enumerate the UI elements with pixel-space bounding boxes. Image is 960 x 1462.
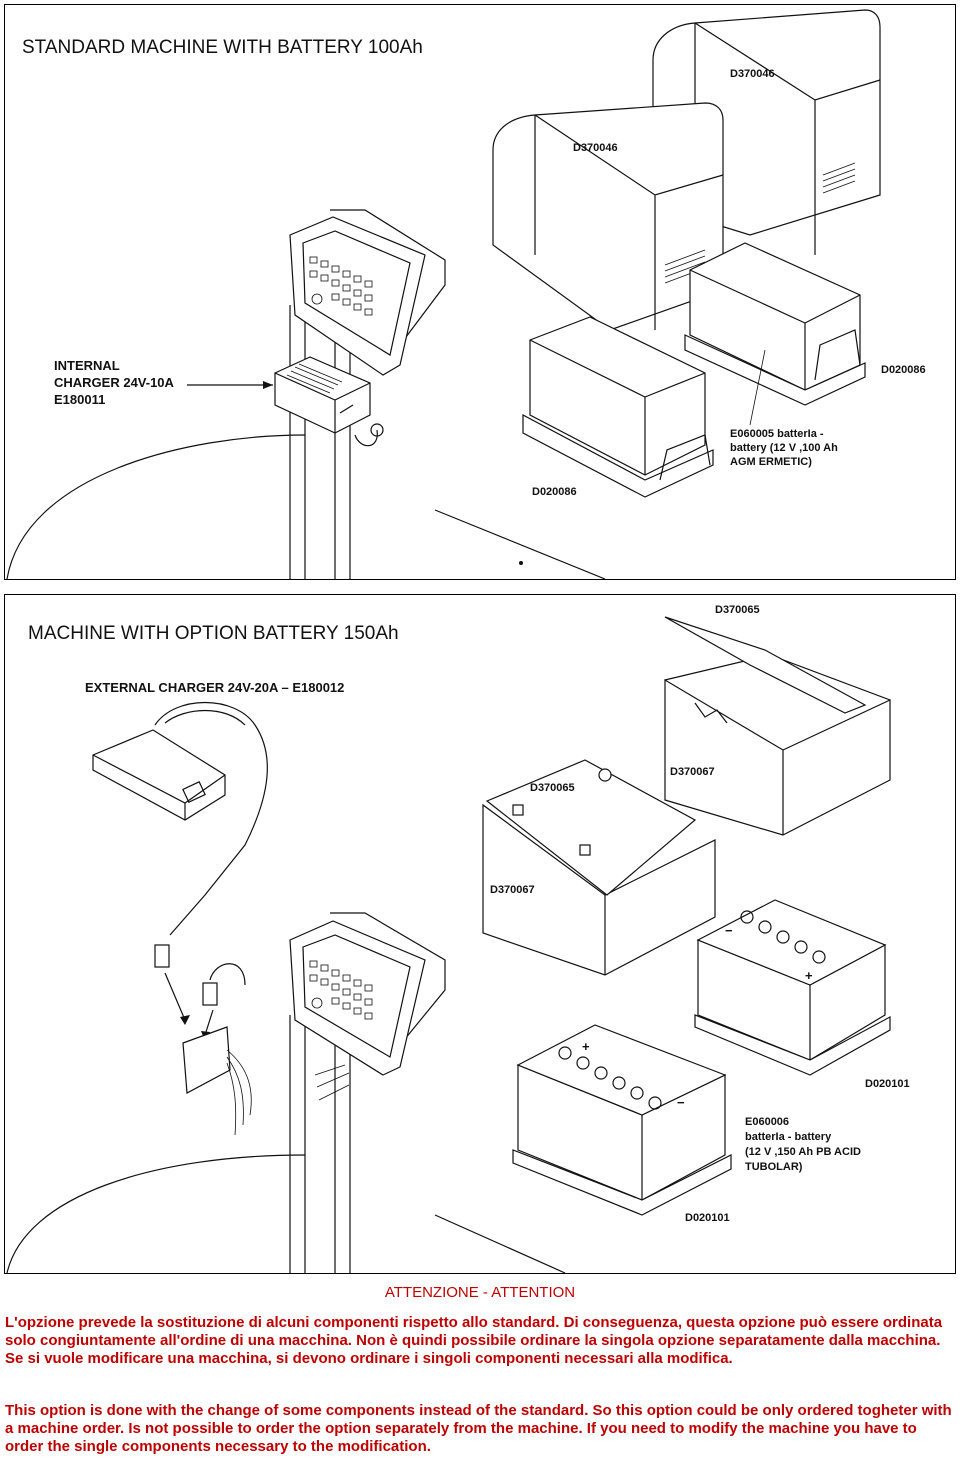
battery-box-front — [482, 759, 716, 976]
charger-label-line3: E180011 — [54, 392, 105, 407]
turntable-edge — [6, 1154, 306, 1273]
control-panel — [289, 920, 426, 1076]
turntable-base-edge — [434, 1214, 566, 1273]
battery-label-line3: AGM ERMETIC) — [730, 456, 812, 468]
battery-box-rear — [664, 616, 891, 836]
external-charger-label: EXTERNAL CHARGER 24V-20A – E180012 — [85, 680, 344, 695]
battery-left — [522, 316, 714, 498]
tray-left-code: D020086 — [532, 486, 577, 498]
plus-terminal-sign: + — [582, 1039, 590, 1054]
option-machine-drawing: EXTERNAL CHARGER 24V-20A – E180012 — [6, 604, 910, 1273]
battery-label-line2: battery (12 V ,100 Ah — [730, 442, 838, 454]
screw-dot — [519, 561, 523, 565]
leader-line — [749, 349, 766, 426]
box-rear-code: D370067 — [670, 766, 715, 778]
lid-rear-code: D370065 — [715, 604, 760, 616]
tray-left-code: D020101 — [685, 1212, 730, 1224]
external-charger — [92, 701, 268, 936]
standard-machine-panel: STANDARD MACHINE WITH BATTERY 100Ah — [4, 4, 956, 580]
battery-label-line2: batterIa - battery — [745, 1131, 832, 1143]
tray-right-code: D020086 — [881, 364, 926, 376]
arrow-head — [263, 381, 273, 389]
battery-left-150ah: + − — [512, 1024, 732, 1216]
tray-right-code: D020101 — [865, 1078, 910, 1090]
cover-rear-code: D370046 — [730, 68, 775, 80]
battery-label-line1: E060006 — [745, 1116, 789, 1128]
battery-label-line4: TUBOLAR) — [745, 1161, 803, 1173]
panel-title: MACHINE WITH OPTION BATTERY 150Ah — [28, 623, 399, 644]
connector-board — [182, 1026, 252, 1136]
internal-charger — [274, 356, 384, 447]
box-front-code: D370067 — [490, 884, 535, 896]
battery-right-150ah: − + — [694, 899, 891, 1076]
panel-title: STANDARD MACHINE WITH BATTERY 100Ah — [22, 37, 423, 58]
plus-terminal-sign: + — [805, 968, 813, 983]
lid-front-code: D370065 — [530, 782, 575, 794]
option-machine-panel: MACHINE WITH OPTION BATTERY 150Ah EXTERN… — [4, 594, 956, 1274]
minus-terminal-sign: − — [677, 1095, 685, 1110]
cable-connectors — [154, 944, 246, 1041]
charger-label-line2: CHARGER 24V-10A — [54, 375, 175, 390]
battery-right — [684, 242, 866, 406]
turntable-edge — [6, 434, 306, 579]
standard-machine-drawing: INTERNAL CHARGER 24V-10A E180011 D370046… — [6, 9, 926, 579]
battery-label-line3: (12 V ,150 Ah PB ACID — [745, 1146, 861, 1158]
turntable-base-edge — [434, 509, 606, 579]
minus-terminal-sign: − — [725, 923, 733, 938]
attention-note-italian: L'opzione prevede la sostituzione di alc… — [5, 1314, 943, 1367]
attention-note-english: This option is done with the change of s… — [5, 1402, 952, 1455]
charger-label-line1: INTERNAL — [54, 358, 120, 373]
attention-title: ATTENZIONE - ATTENTION — [384, 1284, 576, 1301]
battery-label-line1: E060005 batterIa - — [730, 428, 824, 440]
cover-front-code: D370046 — [573, 142, 618, 154]
battery-cover-front — [492, 102, 724, 331]
